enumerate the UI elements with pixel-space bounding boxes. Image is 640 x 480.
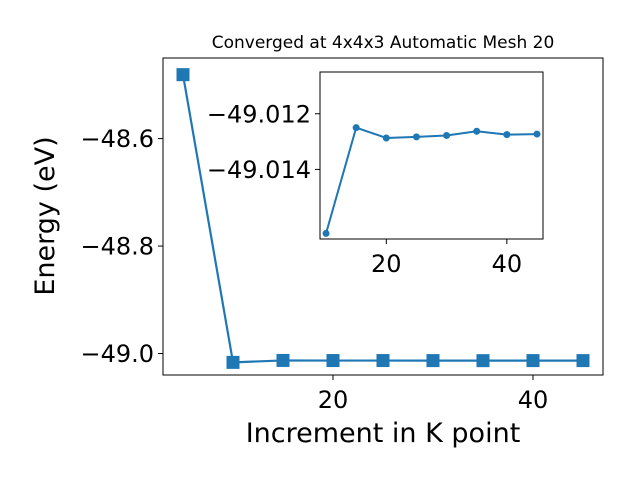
inset-data-point (443, 131, 451, 139)
inset-ticks: 20 40 −49.014 −49.012 (207, 100, 522, 278)
inset-data-point (382, 134, 390, 142)
main-data-point (426, 354, 440, 368)
inset-series (322, 124, 541, 237)
main-x-axis-label: Increment in K point (246, 418, 521, 449)
inset-series-line (325, 126, 537, 234)
main-y-tick-label: −48.6 (80, 125, 154, 153)
inset-plot-frame (319, 71, 544, 240)
inset-y-tick-label: −49.014 (207, 156, 311, 184)
inset-data-point (473, 127, 481, 135)
main-data-point (476, 354, 490, 368)
main-ticks: 20 40 −49.0 −48.8 −48.6 (80, 125, 548, 414)
main-x-tick-label: 20 (318, 386, 349, 414)
main-data-point (576, 354, 590, 368)
inset-data-point (322, 229, 330, 237)
main-data-point (526, 354, 540, 368)
main-y-tick-label: −48.8 (80, 233, 154, 261)
inset-data-point (412, 133, 420, 141)
main-series (176, 68, 590, 369)
main-x-tick-label: 40 (518, 386, 549, 414)
inset-plot-background (320, 72, 543, 239)
main-data-point (226, 355, 240, 369)
main-data-point (176, 68, 190, 82)
main-y-tick-label: −49.0 (80, 340, 154, 368)
main-data-point (376, 354, 390, 368)
main-y-axis-label: Energy (eV) (30, 136, 61, 295)
inset-data-point (533, 130, 541, 138)
main-data-point (276, 353, 290, 367)
inset-data-point (503, 131, 511, 139)
inset-data-point (352, 124, 360, 132)
main-plot-frame (162, 57, 604, 376)
main-chart-title: Converged at 4x4x3 Automatic Mesh 20 (212, 33, 555, 53)
main-data-point (326, 354, 340, 368)
inset-y-tick-label: −49.012 (207, 100, 311, 128)
inset-x-tick-label: 40 (492, 250, 523, 278)
inset-x-tick-label: 20 (371, 250, 402, 278)
main-plot: 20 40 −49.0 −48.8 −48.6 (80, 57, 604, 414)
inset-plot: 20 40 −49.014 −49.012 (207, 71, 544, 278)
